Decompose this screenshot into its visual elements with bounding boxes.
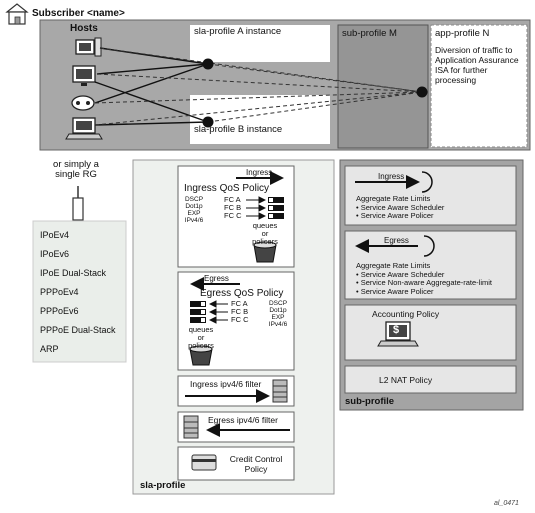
sla-a-box (190, 25, 330, 62)
accounting-box (344, 304, 517, 361)
sub-m-node (416, 86, 428, 98)
firewall-icon-egress (183, 415, 199, 439)
sla-b-node (202, 116, 214, 128)
sub-egress-text: Aggregate Rate Limits • Service Aware Sc… (356, 261, 493, 296)
sub-egress-loop (423, 235, 435, 257)
egress-queues-label: queues or policers (188, 325, 214, 350)
ingress-label: Ingress (246, 168, 273, 177)
hosts-label: Hosts (70, 23, 98, 34)
house-icon (5, 3, 29, 25)
ingress-fc-arrows (246, 196, 267, 220)
desktop-icon (75, 37, 102, 57)
sla-b-label: sla-profile B instance (194, 124, 283, 135)
sub-egress-box (344, 230, 517, 300)
accounting-label: Accounting Policy (372, 309, 440, 319)
sub-ingress-text: Aggregate Rate Limits • Service Aware Sc… (356, 194, 445, 220)
host-types-panel (32, 220, 127, 363)
host-type-item: ARP (40, 344, 59, 354)
l2nat-label: L2 NAT Policy (379, 375, 433, 385)
egress-bucket-icon (189, 345, 213, 366)
accounting-laptop-icon (377, 321, 419, 347)
sub-ingress-loop (421, 171, 433, 193)
dashed-connections (94, 47, 423, 126)
sla-a-label: sla-profile A instance (194, 26, 282, 37)
ingress-queues (268, 197, 284, 219)
egress-queues (190, 301, 206, 323)
app-n-box (430, 24, 528, 148)
app-n-description: Diversion of traffic to Application Assu… (435, 45, 519, 85)
ingress-filter-label: Ingress ipv4/6 filter (190, 379, 262, 389)
app-n-label: app-profile N (435, 28, 490, 39)
ingress-qos-title: Ingress QoS Policy (184, 183, 270, 194)
host-type-item: IPoE Dual-Stack (40, 268, 107, 278)
egress-filter-label: Egress ipv4/6 filter (208, 415, 278, 425)
sla-a-node (202, 58, 214, 70)
rg-icon (72, 186, 84, 221)
credit-card-icon (191, 454, 217, 471)
figure-id: al_0471 (494, 500, 519, 507)
sub-egress-label: Egress (384, 236, 409, 245)
sub-ingress-label: Ingress (378, 172, 405, 181)
egress-label: Egress (204, 274, 229, 283)
ingress-queues-label: queues or policers (252, 221, 278, 246)
sub-m-label: sub-profile M (342, 28, 397, 39)
l2nat-box (344, 365, 517, 394)
host-type-item: PPPoE Dual-Stack (40, 325, 116, 335)
host-type-item: PPPoEv6 (40, 306, 79, 316)
dollar-icon: $ (393, 324, 400, 336)
monitor-icon (72, 65, 96, 86)
ingress-bucket-icon (253, 241, 277, 263)
rg-label: or simply a single RG (53, 159, 99, 180)
egress-fc-arrows (208, 300, 228, 324)
sla-profile-label: sla-profile (140, 480, 186, 491)
host-type-item: IPoEv6 (40, 249, 70, 259)
sub-profile-label: sub-profile (345, 396, 395, 407)
credit-label: Credit Control Policy (229, 454, 283, 474)
laptop-icon (65, 117, 103, 140)
egress-qos-title: Egress QoS Policy (200, 288, 284, 299)
host-type-item: IPoEv4 (40, 230, 70, 240)
gamepad-icon (71, 95, 95, 111)
host-type-item: PPPoEv4 (40, 287, 79, 297)
subscriber-title: Subscriber <name> (32, 8, 125, 19)
firewall-icon-ingress (272, 379, 288, 403)
